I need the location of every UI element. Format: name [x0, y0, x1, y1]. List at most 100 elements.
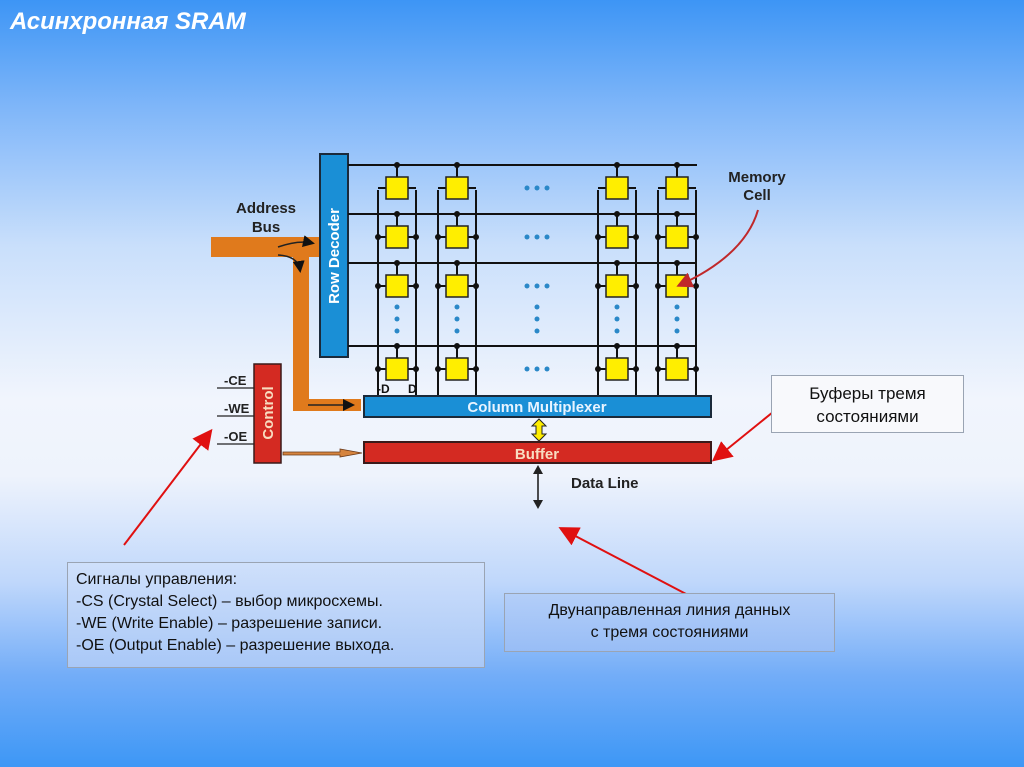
callout-line: Двунаправленная линия данных [548, 602, 791, 619]
data-line-annotation-arrow [558, 527, 689, 596]
memory-cell [665, 225, 689, 249]
ellipsis-dot [674, 316, 680, 322]
memory-cell [445, 225, 469, 249]
tristate-buffers-callout: Буферы тремя состояниями [771, 375, 964, 433]
callout-line: Буферы тремя [809, 384, 926, 403]
memory-cell [665, 274, 689, 298]
signal-ce-label: -CE [224, 373, 247, 388]
memory-cell [445, 176, 469, 200]
memory-cell-label-1: Memory [728, 169, 786, 186]
junction-dot [674, 211, 680, 217]
ellipsis-dot [534, 234, 540, 240]
junction-dot [473, 366, 479, 372]
buffer: Buffer [363, 441, 712, 464]
ellipsis-dot [454, 304, 460, 310]
memory-cell [605, 274, 629, 298]
junction-dot [655, 366, 661, 372]
bitline-label-d: D [408, 382, 417, 396]
ellipsis-dot [534, 316, 540, 322]
junction-dot [674, 162, 680, 168]
data-line-label: Data Line [571, 475, 639, 492]
memory-cell [605, 357, 629, 381]
ellipsis-dot [534, 328, 540, 334]
junction-dot [394, 211, 400, 217]
bitline-label-not-d: -D [377, 382, 390, 396]
tristate-buffers-annotation-arrow [711, 407, 779, 462]
ellipsis-dot [544, 234, 550, 240]
junction-dot [595, 234, 601, 240]
slide-title: Асинхронная SRAM [10, 8, 246, 35]
ellipsis-dot [524, 366, 530, 372]
column-multiplexer: Column Multiplexer [363, 395, 712, 418]
junction-dot [655, 234, 661, 240]
junction-dot [595, 283, 601, 289]
signal-oe-label: -OE [224, 429, 247, 444]
ellipsis-dot [674, 328, 680, 334]
memory-cell [665, 357, 689, 381]
ellipsis-dot [454, 316, 460, 322]
junction-dot [633, 234, 639, 240]
control-signals-callout: Сигналы управления: -CS (Crystal Select)… [67, 562, 485, 668]
row-decoder: Row Decoder [319, 153, 349, 358]
memory-cell [385, 357, 409, 381]
junction-dot [693, 366, 699, 372]
bidirectional-data-line-callout: Двунаправленная линия данных с тремя сос… [504, 593, 835, 652]
ellipsis-dot [534, 304, 540, 310]
ellipsis-dot [544, 366, 550, 372]
junction-dot [454, 343, 460, 349]
ellipsis-dot [674, 304, 680, 310]
address-bus [211, 235, 361, 411]
junction-dot [633, 366, 639, 372]
junction-dot [614, 260, 620, 266]
junction-dot [595, 366, 601, 372]
junction-dot [435, 283, 441, 289]
ellipsis-dot [394, 328, 400, 334]
control-label: Control [260, 386, 277, 439]
junction-dot [435, 234, 441, 240]
memory-cell-label-2: Cell [743, 187, 771, 204]
junction-dot [454, 260, 460, 266]
data-line [533, 465, 543, 509]
memory-cell [445, 274, 469, 298]
buffer-label: Buffer [515, 446, 559, 463]
junction-dot [473, 283, 479, 289]
control-block: Control [217, 363, 363, 464]
ellipsis-dot [544, 283, 550, 289]
junction-dot [674, 260, 680, 266]
ellipsis-dot [454, 328, 460, 334]
memory-cell-pointer-arrow [676, 209, 759, 288]
ellipsis-dot [524, 185, 530, 191]
memory-cell [385, 274, 409, 298]
junction-dot [674, 343, 680, 349]
junction-dot [473, 234, 479, 240]
ellipsis-dot [614, 316, 620, 322]
control-signals-annotation-arrow [123, 428, 213, 546]
memory-cell [665, 176, 689, 200]
junction-dot [413, 283, 419, 289]
memory-cell [385, 176, 409, 200]
ellipsis-dot [544, 185, 550, 191]
ellipsis-dot [524, 234, 530, 240]
ellipsis-dot [394, 316, 400, 322]
row-decoder-label: Row Decoder [326, 208, 343, 304]
junction-dot [454, 162, 460, 168]
ellipsis-dot [614, 328, 620, 334]
memory-cell [605, 176, 629, 200]
junction-dot [394, 260, 400, 266]
callout-heading: Сигналы управления: [76, 571, 238, 588]
junction-dot [435, 366, 441, 372]
junction-dot [375, 283, 381, 289]
ellipsis-dot [534, 185, 540, 191]
ellipsis-dot [394, 304, 400, 310]
address-bus-label-2: Bus [252, 219, 280, 236]
junction-dot [394, 343, 400, 349]
callout-line: -WE (Write Enable) – разрешение записи. [76, 615, 383, 632]
junction-dot [413, 234, 419, 240]
memory-cell [605, 225, 629, 249]
callout-line: состояниями [816, 407, 919, 426]
signal-we-label: -WE [224, 401, 250, 416]
junction-dot [394, 162, 400, 168]
junction-dot [375, 234, 381, 240]
junction-dot [614, 162, 620, 168]
